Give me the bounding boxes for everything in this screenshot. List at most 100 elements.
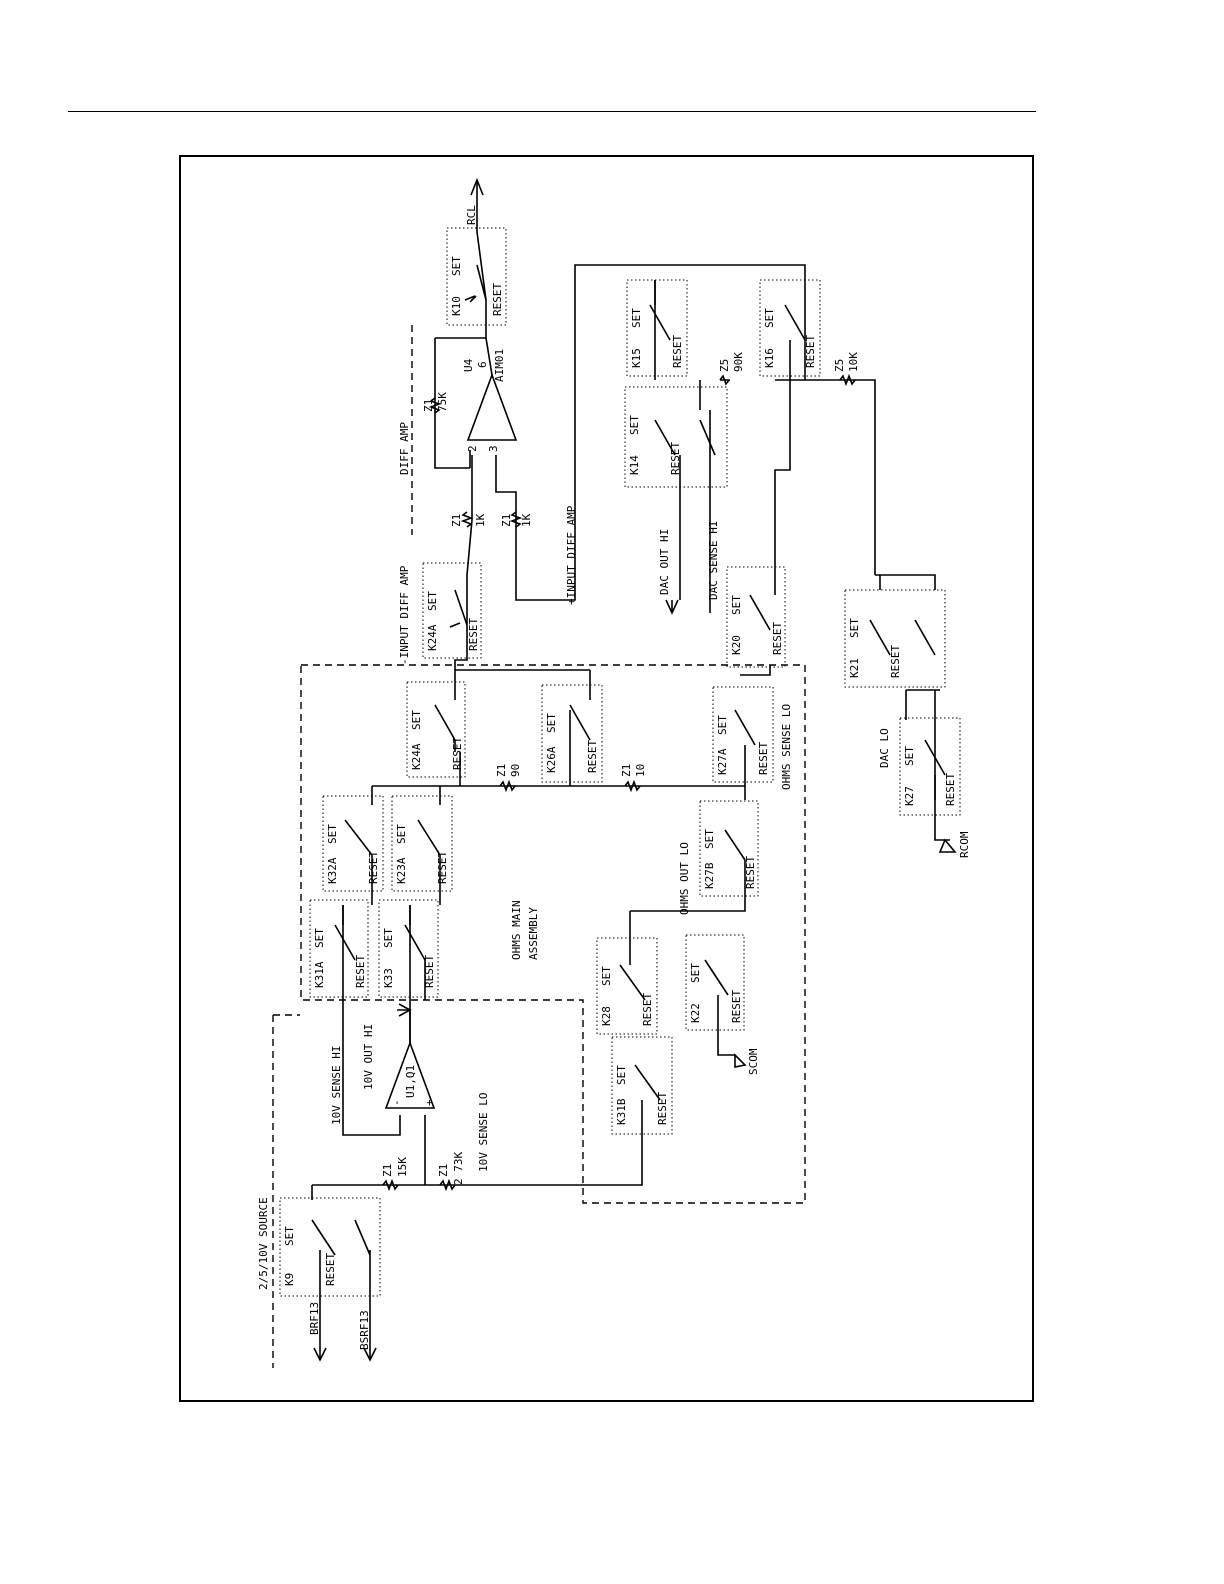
rcom-label: RCOM bbox=[958, 831, 971, 858]
input-minus-label: -INPUT DIFF AMP bbox=[398, 565, 411, 665]
relay-reset-label: RESET bbox=[671, 335, 684, 368]
relay-set-label: SET bbox=[848, 618, 861, 638]
relay-set-label: SET bbox=[283, 1226, 296, 1246]
resistors bbox=[382, 373, 856, 1192]
resistor-value: 75K bbox=[436, 392, 449, 412]
relay-reset-label: RESET bbox=[656, 1092, 669, 1125]
relay-id-label: K31B bbox=[615, 1098, 628, 1125]
relay-box-k22 bbox=[685, 934, 745, 1031]
relay-set-label: SET bbox=[730, 595, 743, 615]
relay-set-label: SET bbox=[689, 963, 702, 983]
relay-set-label: SET bbox=[450, 256, 463, 276]
relay-box-k32a bbox=[322, 795, 384, 892]
resistor-ref: Z1 bbox=[495, 764, 508, 777]
u1-opamp bbox=[384, 1040, 436, 1109]
relay-id-label: K26A bbox=[545, 746, 558, 773]
relay-set-label: SET bbox=[716, 715, 729, 735]
relay-box-k31a bbox=[309, 899, 369, 998]
u4-pin2: 2 bbox=[466, 445, 479, 452]
relay-id-label: K24A bbox=[426, 624, 439, 651]
relay-id-label: K21 bbox=[848, 658, 861, 678]
u4-part: AIM01 bbox=[493, 349, 506, 382]
dac-lo-label: DAC LO bbox=[878, 728, 891, 768]
resistor-value: 10K bbox=[847, 352, 860, 372]
header-rule bbox=[68, 111, 1036, 112]
resistor-ref: Z1 bbox=[437, 1164, 450, 1177]
scom-label: SCOM bbox=[747, 1048, 760, 1075]
diff-amp-label: DIFF AMP bbox=[398, 422, 411, 475]
resistor-value: 90K bbox=[732, 352, 745, 372]
relay-box-k26a bbox=[541, 684, 603, 783]
relay-box-k28 bbox=[596, 937, 658, 1035]
relay-id-label: K33 bbox=[382, 968, 395, 988]
relay-set-label: SET bbox=[903, 746, 916, 766]
relay-set-label: SET bbox=[600, 966, 613, 986]
relay-set-label: SET bbox=[763, 308, 776, 328]
relay-box-k27 bbox=[899, 717, 961, 816]
v10-sense-hi-label: 10V SENSE HI bbox=[330, 1046, 343, 1125]
u1-minus: - bbox=[390, 1099, 403, 1106]
relay-reset-label: RESET bbox=[324, 1253, 337, 1286]
resistor-value: 1K bbox=[520, 513, 533, 527]
relay-reset-label: RESET bbox=[451, 737, 464, 770]
ohms-out-lo-label: OHMS OUT LO bbox=[678, 842, 691, 915]
u1-plus: + bbox=[423, 1099, 436, 1106]
relay-set-label: SET bbox=[426, 591, 439, 611]
relay-id-label: K23A bbox=[395, 857, 408, 884]
relay-reset-label: RESET bbox=[436, 851, 449, 884]
relay-reset-label: RESET bbox=[354, 955, 367, 988]
relay-id-label: K27A bbox=[716, 748, 729, 775]
resistor-value: 10 bbox=[634, 764, 647, 777]
bsrf13-label: BSRF13 bbox=[358, 1310, 371, 1350]
resistor-ref: Z1 bbox=[381, 1164, 394, 1177]
relay-reset-label: RESET bbox=[757, 742, 770, 775]
relay-id-label: K16 bbox=[763, 348, 776, 368]
resistor-ref: Z1 bbox=[422, 399, 435, 412]
ohms-main-label-2: ASSEMBLY bbox=[527, 907, 540, 960]
relay-box-k20 bbox=[726, 566, 786, 668]
resistor-ref: Z5 bbox=[833, 359, 846, 372]
ohms-main-outline bbox=[300, 664, 806, 1204]
brf13-label: BRF13 bbox=[308, 1302, 321, 1335]
relay-id-label: K10 bbox=[450, 296, 463, 316]
resistor-ref: Z1 bbox=[620, 764, 633, 777]
resistor-value: 15K bbox=[396, 1157, 409, 1177]
resistor-ref: Z1 bbox=[500, 514, 513, 527]
input-plus-label: +INPUT DIFF AMP bbox=[565, 505, 578, 605]
u4-pin6: 6 bbox=[476, 361, 489, 368]
relay-box-k15 bbox=[626, 279, 688, 377]
relay-reset-label: RESET bbox=[944, 773, 957, 806]
dac-sense-hi-label: DAC SENSE HI bbox=[707, 521, 720, 600]
relay-set-label: SET bbox=[326, 824, 339, 844]
resistor-ref: Z1 bbox=[450, 514, 463, 527]
relay-box-k24a-upper bbox=[422, 562, 482, 659]
relay-id-label: K27 bbox=[903, 786, 916, 806]
relay-set-label: SET bbox=[630, 308, 643, 328]
relay-id-label: K27B bbox=[703, 862, 716, 889]
relay-contacts bbox=[311, 264, 946, 1256]
relay-box-k14 bbox=[624, 386, 728, 488]
relay-id-label: K24A bbox=[410, 743, 423, 770]
signal-labels: RCL -INPUT DIFF AMP +INPUT DIFF AMP DAC … bbox=[308, 205, 971, 1350]
relay-reset-label: RESET bbox=[467, 618, 480, 651]
relay-box-k10 bbox=[446, 227, 507, 326]
relay-reset-label: RESET bbox=[730, 990, 743, 1023]
relay-id-label: K15 bbox=[630, 348, 643, 368]
relay-reset-label: RESET bbox=[423, 955, 436, 988]
u4-pin3: 3 bbox=[487, 445, 500, 452]
relay-box-k16 bbox=[759, 279, 821, 377]
ohms-sense-lo-label: OHMS SENSE LO bbox=[780, 704, 793, 790]
relay-box-k24a bbox=[406, 681, 466, 778]
resistor-labels: Z1 75K Z1 1K Z1 1K Z1 90 Z1 10 Z5 90K Z5… bbox=[381, 352, 860, 1185]
relay-reset-label: RESET bbox=[367, 851, 380, 884]
relay-set-label: SET bbox=[615, 1065, 628, 1085]
relay-id-label: K9 bbox=[283, 1273, 296, 1286]
relay-reset-label: RESET bbox=[744, 856, 757, 889]
ohms-main-label-1: OHMS MAIN bbox=[510, 900, 523, 960]
resistor-value: 1K bbox=[474, 513, 487, 527]
relay-box-k31b bbox=[611, 1036, 673, 1135]
relay-reset-label: RESET bbox=[641, 993, 654, 1026]
dac-out-hi-label: DAC OUT HI bbox=[658, 529, 671, 595]
resistor-value: 90 bbox=[509, 764, 522, 777]
